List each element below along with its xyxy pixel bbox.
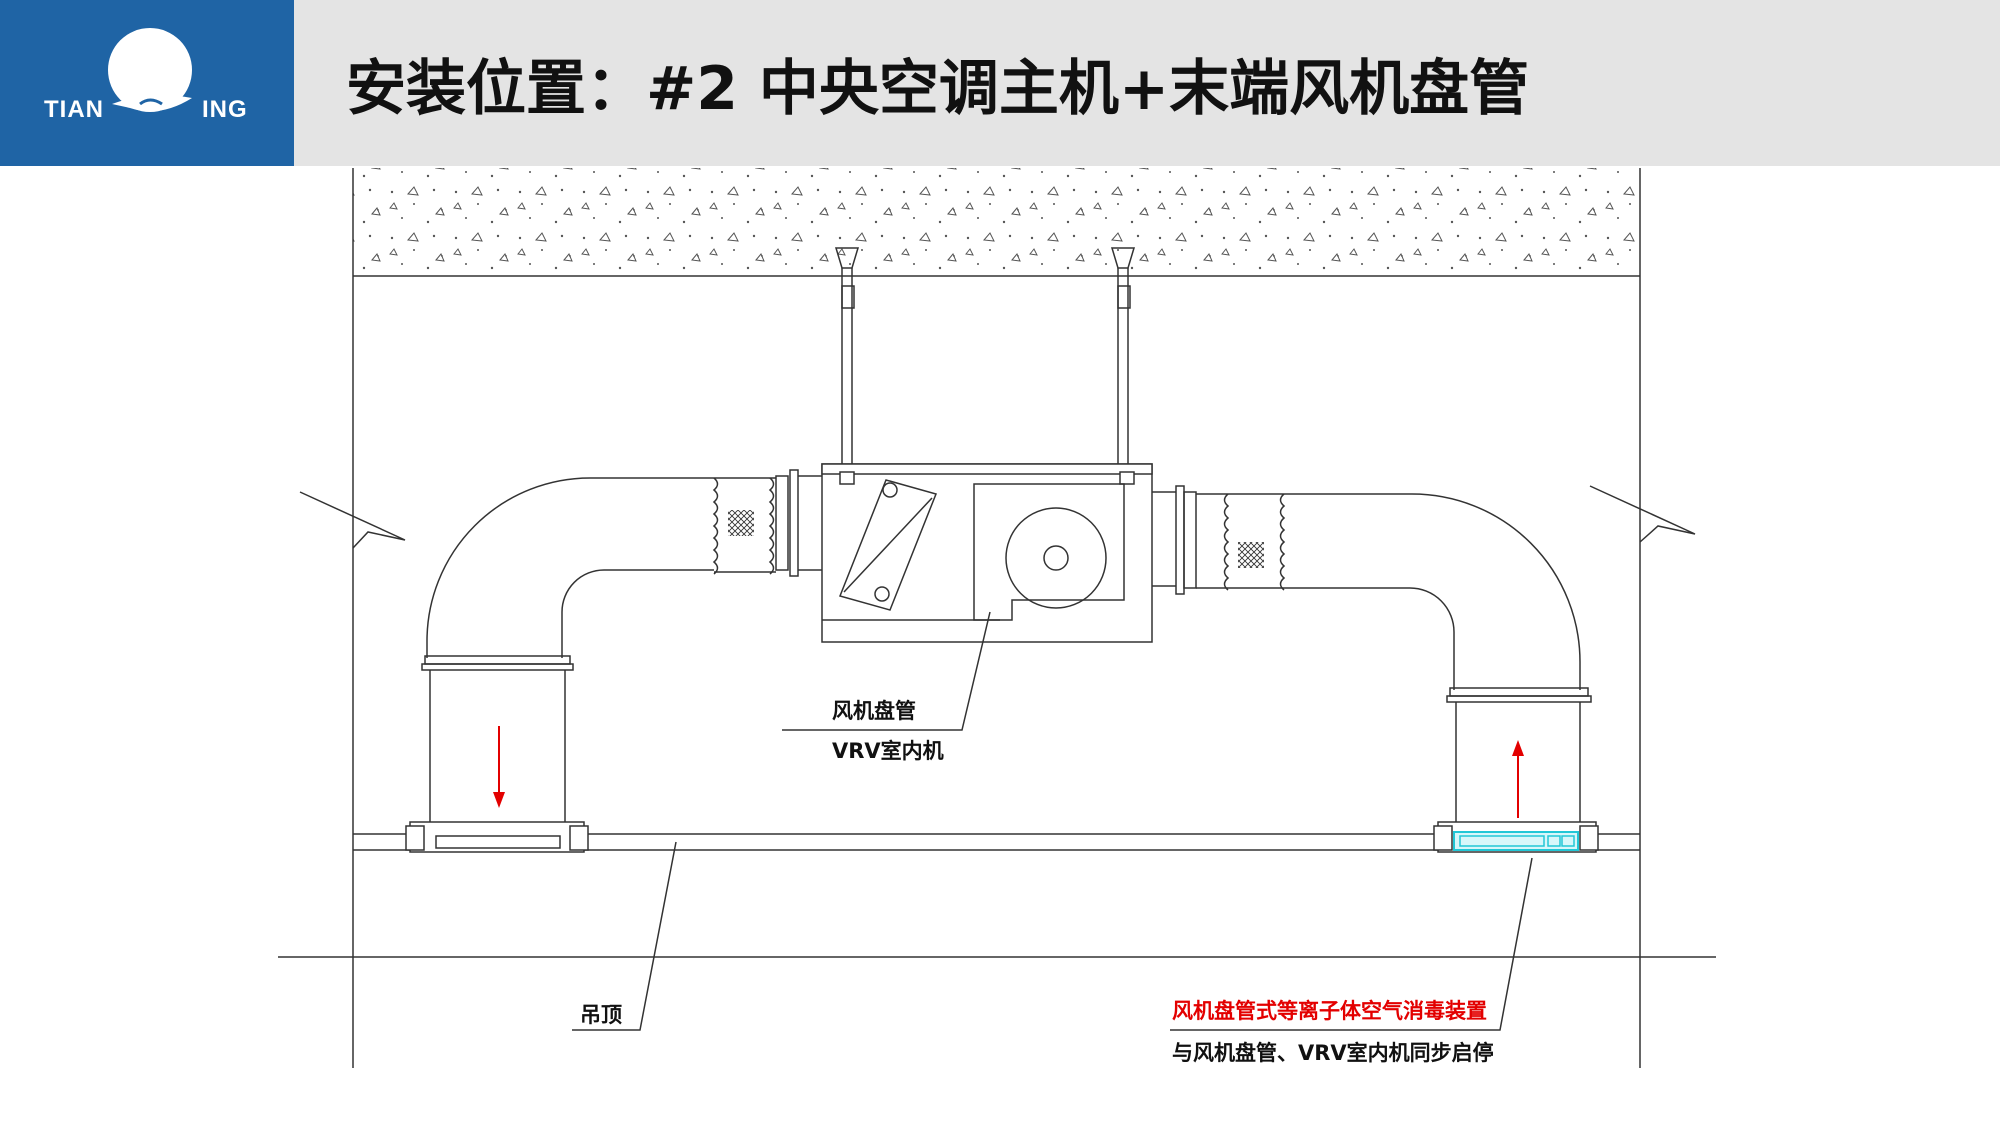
vrv-indoor-label: VRV室内机 [832, 739, 944, 763]
logo-mark-icon [108, 28, 192, 112]
logo-text-left: TIAN [44, 96, 104, 123]
left-duct [405, 469, 822, 853]
device-note-label: 与风机盘管、VRV室内机同步启停 [1172, 1041, 1494, 1065]
walls [278, 168, 1716, 1068]
logo-text-right: ING [202, 96, 248, 123]
title-bar: 安装位置：#2 中央空调主机+末端风机盘管 [294, 0, 2000, 166]
plasma-disinfection-device [1453, 831, 1579, 851]
hangers [834, 247, 1136, 466]
right-duct [1152, 485, 1599, 853]
airflow-arrows [493, 726, 1524, 818]
fan-coil-label: 风机盘管 [832, 699, 916, 723]
ceiling-label: 吊顶 [580, 1003, 622, 1027]
fan-coil-unit [821, 463, 1153, 643]
leader-lines [572, 611, 1533, 1031]
device-name-label: 风机盘管式等离子体空气消毒装置 [1172, 999, 1487, 1023]
page-title: 安装位置：#2 中央空调主机+末端风机盘管 [346, 54, 1530, 124]
slab [353, 168, 1640, 277]
logo-panel: TIAN ING [0, 0, 294, 166]
